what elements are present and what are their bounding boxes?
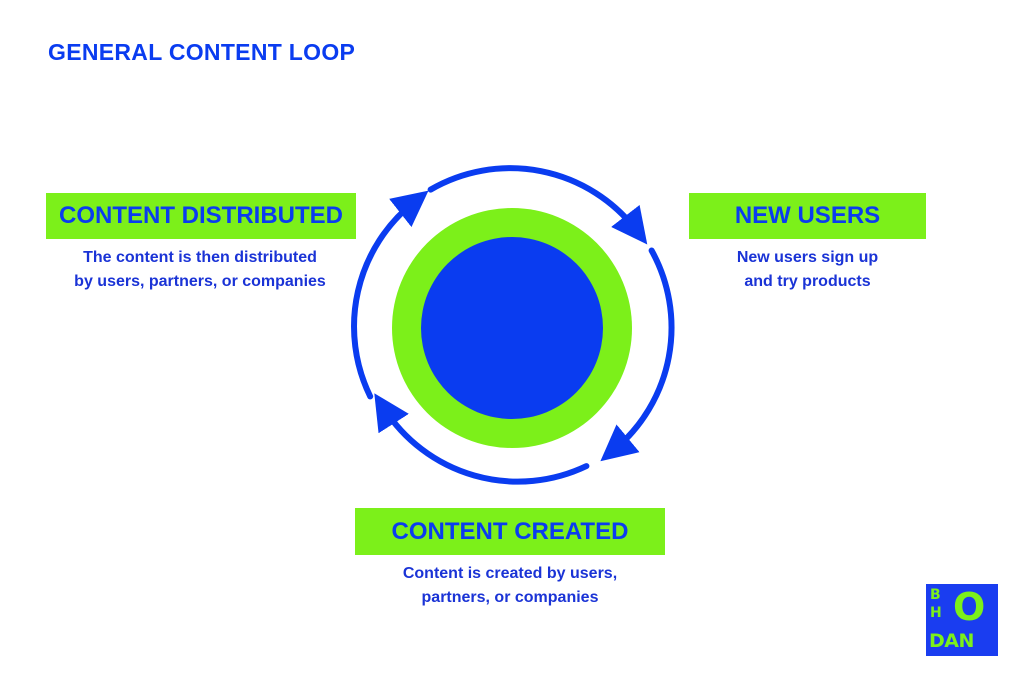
logo-letter: H [930, 605, 942, 621]
description-line: partners, or companies [421, 589, 599, 606]
diagram-title: GENERAL CONTENT LOOP [48, 39, 356, 65]
logo-letter: O [953, 585, 986, 629]
description-line: The content is then distributed [83, 249, 317, 266]
logo-letters: DAN [929, 630, 974, 652]
description-line: Content is created by users, [402, 565, 618, 582]
new-users-label: NEW USERS [689, 193, 926, 239]
arrow-top [427, 165, 648, 245]
description-line: New users sign up [736, 249, 879, 266]
inner-blue-circle [421, 237, 603, 419]
description-line: by users, partners, or companies [74, 273, 326, 290]
bohdan-logo: B H O DAN [926, 584, 998, 656]
content-distributed-description: The content is then distributed by users… [40, 246, 360, 294]
description-line: and try products [744, 273, 871, 290]
new-users-description: New users sign up and try products [689, 246, 926, 294]
logo-letter: B [930, 587, 941, 603]
arrow-left [351, 190, 429, 400]
content-created-description: Content is created by users, partners, o… [345, 562, 675, 610]
content-distributed-label: CONTENT DISTRIBUTED [46, 193, 356, 239]
arrow-right [600, 247, 675, 462]
arrow-bottom [374, 393, 590, 485]
content-created-label: CONTENT CREATED [355, 508, 665, 555]
